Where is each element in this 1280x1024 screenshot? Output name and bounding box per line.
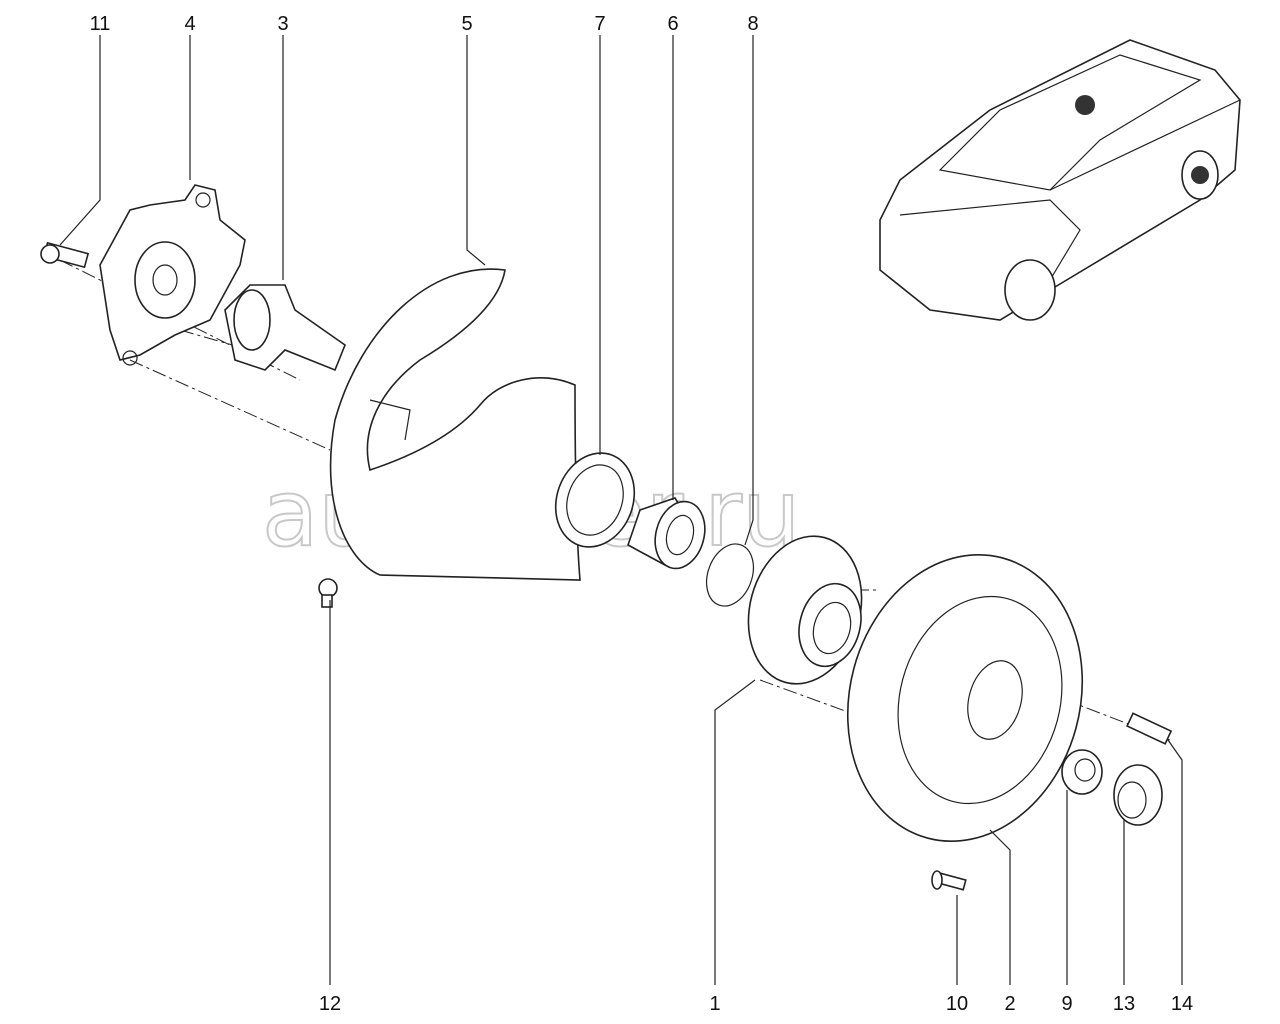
callout-12: 12 (319, 993, 341, 1015)
part-stud-14 (1126, 712, 1173, 745)
callout-5: 5 (461, 13, 472, 35)
callout-10: 10 (946, 993, 968, 1015)
part-bearing-6 (627, 497, 706, 570)
callout-6: 6 (667, 13, 678, 35)
part-bolt-11 (40, 241, 90, 269)
part-nut-9 (1061, 749, 1103, 795)
callout-2: 2 (1004, 993, 1015, 1015)
callout-13: 13 (1113, 993, 1135, 1015)
callout-7: 7 (594, 13, 605, 35)
callout-9: 9 (1061, 993, 1072, 1015)
car-illustration (879, 39, 1241, 321)
callout-3: 3 (277, 13, 288, 35)
part-hub-1 (747, 535, 863, 685)
callout-14: 14 (1171, 993, 1193, 1015)
part-bolt-12 (318, 578, 338, 608)
callout-1: 1 (709, 993, 720, 1015)
part-screw-10 (931, 870, 967, 891)
part-circlip-8 (706, 543, 754, 607)
callout-4: 4 (184, 13, 195, 35)
part-splash-shield-5 (329, 268, 581, 581)
part-seal-7 (554, 452, 636, 548)
part-knuckle-4 (99, 184, 246, 366)
callout-11: 11 (90, 13, 111, 35)
part-cap-13 (1113, 764, 1163, 826)
part-brake-disc-2 (846, 554, 1084, 842)
leader-lines (59, 35, 1183, 985)
part-axle-3 (224, 284, 346, 372)
callout-8: 8 (747, 13, 758, 35)
